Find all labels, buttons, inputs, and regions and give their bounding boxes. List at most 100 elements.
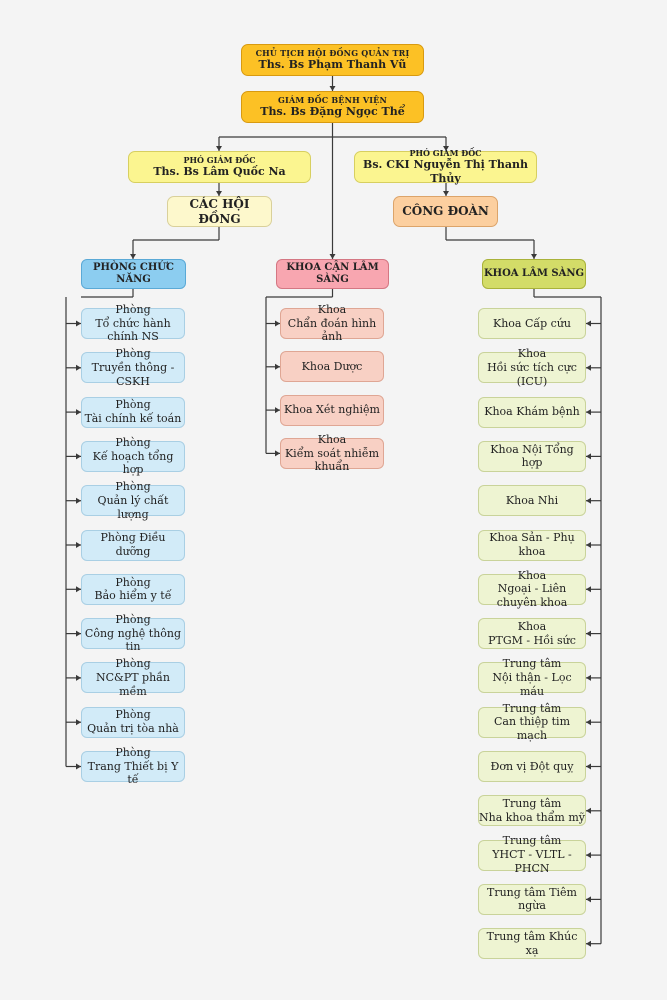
clinical-dept-item: Đơn vị Đột quỵ — [478, 751, 586, 782]
clinical-dept-arrow — [586, 940, 591, 947]
paraclinical-dept-item-text: Khoa Dược — [301, 359, 363, 373]
functional-dept-item-text: Phòng — [115, 745, 151, 759]
paraclinical-dept-item-text: Chẩn đoán hình ảnh — [287, 316, 377, 344]
clinical-dept-arrow — [586, 364, 591, 371]
functional-dept-item-text: Phòng — [115, 657, 151, 671]
chairman-title: CHỦ TỊCH HỘI ĐỒNG QUẢN TRỊ — [255, 48, 410, 59]
clinical-dept-arrow — [586, 674, 591, 681]
deputy-title: PHÓ GIÁM ĐỐC — [409, 148, 482, 159]
chairman-name: Ths. Bs Phạm Thanh Vũ — [258, 58, 407, 72]
clinical-dept-item-text: Khoa Cấp cứu — [492, 316, 571, 330]
clinical-dept-item-text: PTGM - Hồi sức — [488, 633, 576, 647]
deputy-director-box-right: PHÓ GIÁM ĐỐC Bs. CKI Nguyễn Thị Thanh Th… — [354, 148, 537, 185]
clinical-dept-item-text: YHCT - VLTL - PHCN — [492, 848, 572, 875]
functional-dept-item-text: Phòng — [115, 302, 151, 316]
deputy-director-box-left: PHÓ GIÁM ĐỐC Ths. Bs Lâm Quốc Na — [128, 151, 311, 183]
functional-dept-item-text: Phòng — [115, 347, 151, 361]
functional-dept-item-text: Tài chính kế toán — [84, 412, 182, 426]
functional-dept-item-text: Phòng — [115, 480, 151, 494]
functional-dept-item-text: Bảo hiểm y tế — [94, 589, 172, 603]
clinical-dept-item: Khoa Cấp cứu — [478, 308, 586, 339]
clinical-dept-arrow — [586, 409, 591, 416]
clinical-dept-arrow — [586, 807, 591, 814]
union-box: CÔNG ĐOÀN — [393, 196, 498, 227]
clinical-dept-item-text: Ngoại - Liên chuyên khoa — [496, 582, 568, 610]
paraclinical-dept-item-text: Khoa Xét nghiệm — [284, 403, 380, 417]
clinical-dept-item-text: Trung tâm — [502, 701, 562, 715]
paraclinical-dept-item-text: Kiểm soát nhiễm khuẩn — [284, 446, 380, 474]
clinical-dept-arrow — [586, 852, 591, 859]
clinical-dept-item-text: Khoa — [517, 347, 547, 361]
clinical-dept-item-text: Khoa — [517, 568, 547, 582]
clinical-dept-item: Khoa Sản - Phụ khoa — [478, 529, 586, 561]
functional-dept-header: PHÒNG CHỨC NĂNG — [81, 259, 186, 289]
clinical-dept-arrow — [586, 497, 591, 504]
functional-dept-item-text: Phòng — [115, 612, 151, 626]
functional-dept-item-text: Công nghệ thông tin — [84, 626, 182, 654]
functional-dept-item-text: Quản trị tòa nhà — [87, 722, 179, 736]
clinical-dept-item: Khoa Nội Tổng hợp — [478, 440, 586, 472]
clinical-dept-item-text: Trung tâm — [502, 797, 562, 811]
clinical-dept-item-text: Khoa Nội Tổng hợp — [490, 442, 574, 470]
clinical-dept-item: Trung tâm Khúc xạ — [478, 928, 586, 960]
director-title: GIÁM ĐỐC BỆNH VIỆN — [277, 95, 387, 106]
clinical-dept-item-text: Trung tâm Tiêm ngừa — [486, 885, 577, 913]
clinical-dept-item-text: Trung tâm Khúc xạ — [486, 929, 578, 957]
clinical-dept-item-text: Hồi sức tích cực (ICU) — [487, 360, 577, 388]
functional-dept-item-text: Phòng Điều dưỡng — [100, 531, 166, 558]
paraclinical-dept-item-text: Khoa — [317, 432, 347, 446]
functional-dept-item-text: Trang Thiết bị Y tế — [87, 759, 179, 787]
clinical-header: KHOA LÂM SÀNG — [482, 259, 586, 289]
clinical-dept-item-text: Nha khoa thẩm mỹ — [479, 810, 586, 824]
paraclinical-dept-item: Khoa Dược — [280, 351, 384, 383]
deputy-name: Ths. Bs Lâm Quốc Na — [153, 165, 286, 179]
clinical-dept-arrow — [586, 453, 591, 460]
functional-dept-item-text: Phòng — [115, 435, 151, 449]
clinical-dept-arrow — [586, 586, 591, 593]
functional-dept-item-text: Phòng — [115, 708, 151, 722]
clinical-dept-item-text: Trung tâm — [502, 834, 562, 848]
director-name: Ths. Bs Đặng Ngọc Thể — [260, 105, 405, 119]
chairman-box: CHỦ TỊCH HỘI ĐỒNG QUẢN TRỊ Ths. Bs Phạm … — [241, 44, 424, 76]
clinical-dept-item-text: Khoa — [517, 619, 547, 633]
paraclinical-header: KHOA CẬN LÂM SÀNG — [276, 259, 389, 289]
paraclinical-dept-item-text: Khoa — [317, 302, 347, 316]
functional-dept-item-text: Quản lý chất lượng — [97, 493, 169, 521]
clinical-dept-arrow — [586, 896, 591, 903]
clinical-dept-arrow — [586, 763, 591, 770]
functional-dept-item: Phòng Điều dưỡng — [81, 529, 185, 561]
functional-dept-item-text: Kế hoạch tổng hợp — [92, 449, 174, 477]
councils-box: CÁC HỘI ĐỒNG — [167, 196, 272, 227]
clinical-dept-item: Trung tâm Tiêm ngừa — [478, 883, 586, 915]
deputy-title: PHÓ GIÁM ĐỐC — [183, 155, 256, 166]
clinical-dept-arrow — [586, 719, 591, 726]
functional-dept-item-text: Phòng — [115, 398, 151, 412]
clinical-dept-item-text: Khoa Nhi — [505, 493, 559, 507]
clinical-dept-item: Khoa Nhi — [478, 485, 586, 517]
director-box: GIÁM ĐỐC BỆNH VIỆN Ths. Bs Đặng Ngọc Thể — [241, 91, 424, 123]
clinical-dept-item-text: Đơn vị Đột quỵ — [490, 759, 574, 773]
functional-dept-item-text: Phòng — [115, 575, 151, 589]
clinical-dept-item-text: Khoa Sản - Phụ khoa — [489, 531, 575, 558]
clinical-dept-item-text: Nội thận - Lọc máu — [492, 671, 572, 698]
clinical-dept-arrow — [586, 320, 591, 327]
deputy-name: Bs. CKI Nguyễn Thị Thanh Thủy — [363, 158, 528, 185]
clinical-dept-item: Khoa Khám bệnh — [478, 396, 586, 428]
clinical-dept-arrow — [586, 630, 591, 637]
